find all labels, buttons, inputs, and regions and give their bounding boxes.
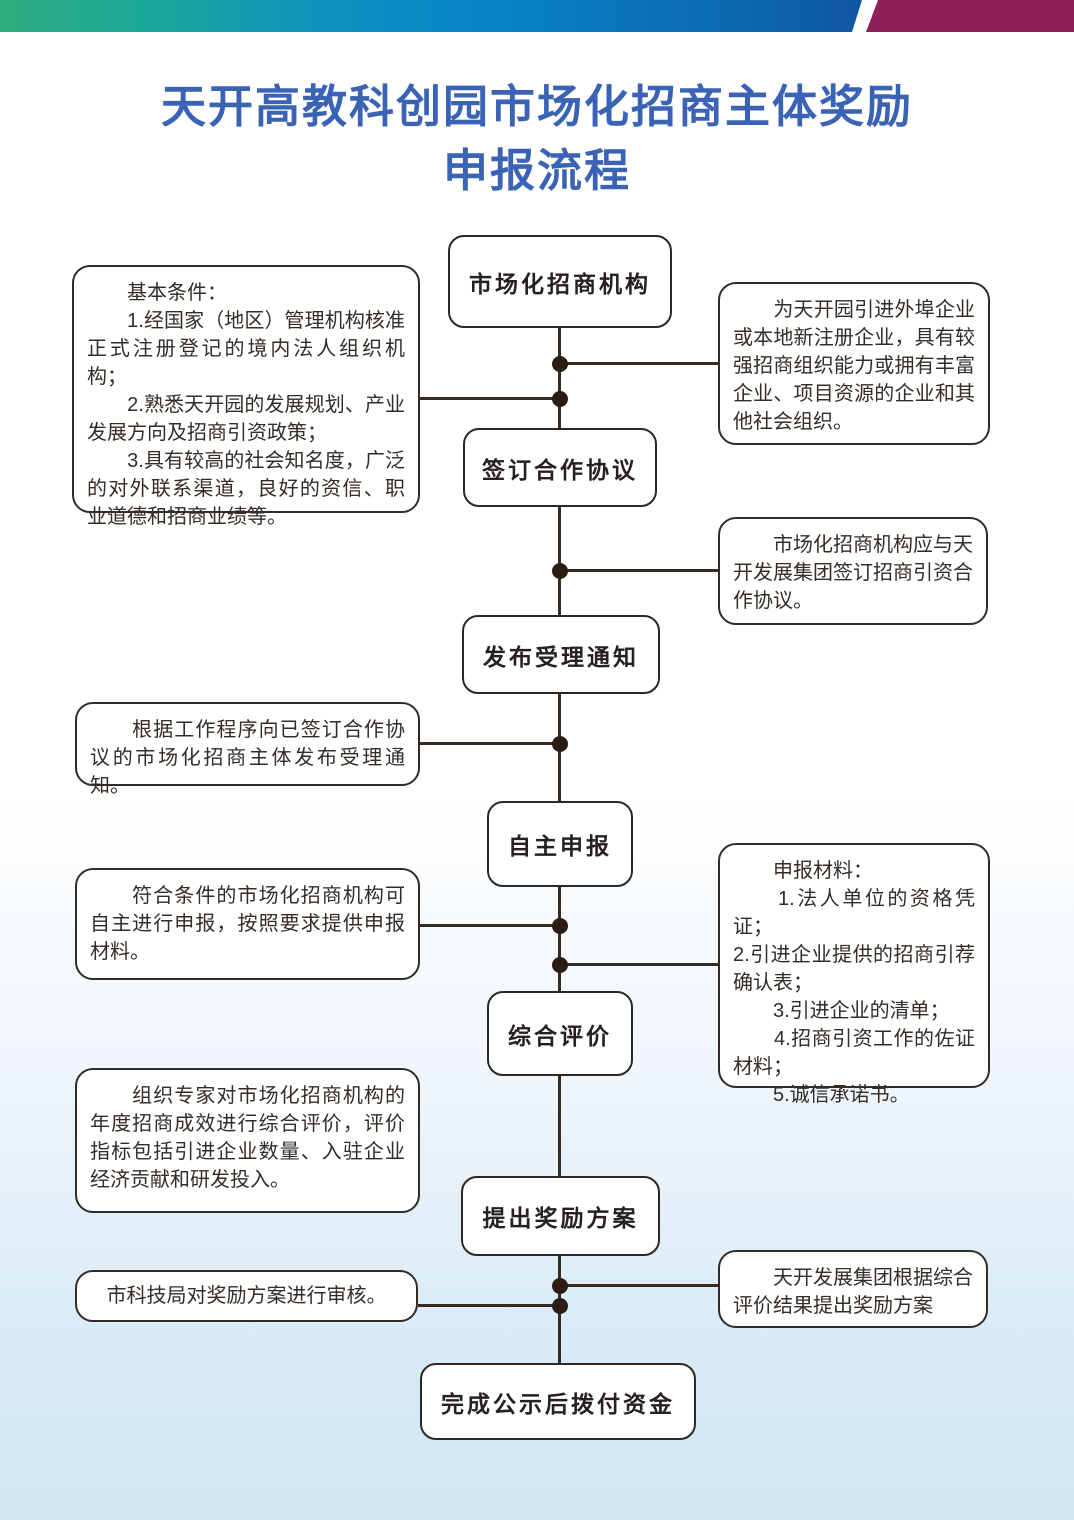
step-self-application: 自主申报 [487,801,633,887]
note-paragraph: 市场化招商机构应与天开发展集团签订招商引资合作协议。 [733,534,973,612]
note-evaluation-desc: 组织专家对市场化招商机构的年度招商成效进行综合评价，评价指标包括引进企业数量、入… [75,1068,420,1213]
note-paragraph: 3.引进企业的清单； [733,1000,950,1022]
connector-node [552,957,568,973]
note-paragraph: 天开发展集团根据综合评价结果提出奖励方案 [733,1267,973,1317]
connector-line-left-4 [418,1304,560,1307]
note-paragraph: 2.熟悉天开园的发展规划、产业发展方向及招商引资政策； [87,394,405,444]
note-paragraph: 组织专家对市场化招商机构的年度招商成效进行综合评价，评价指标包括引进企业数量、入… [90,1085,405,1191]
note-application-materials: 申报材料： 1.法人单位的资格凭证； 2.引进企业提供的招商引荐确认表； 3.引进… [718,843,990,1106]
note-paragraph: 为天开园引进外埠企业或本地新注册企业，具有较强招商组织能力或拥有丰富企业、项目资… [733,299,975,433]
note-paragraph: 申报材料： [733,860,873,882]
note-science-bureau-review: 市科技局对奖励方案进行审核。 [75,1270,418,1322]
connector-line-right-1 [560,362,718,365]
note-paragraph: 市科技局对奖励方案进行审核。 [106,1285,387,1307]
note-paragraph: 1.经国家（地区）管理机构核准正式注册登记的境内法人组织机构； [87,310,405,388]
connector-node [552,918,568,934]
connector-line-left-1 [420,397,560,400]
step-publish-acceptance-notice: 发布受理通知 [462,615,660,694]
step-market-agencies: 市场化招商机构 [448,235,672,328]
note-paragraph: 基本条件： [87,282,227,304]
note-paragraph: 符合条件的市场化招商机构可自主进行申报，按照要求提供申报材料。 [90,885,405,963]
connector-node [552,1298,568,1314]
note-basic-conditions: 基本条件： 1.经国家（地区）管理机构核准正式注册登记的境内法人组织机构； 2.… [72,265,420,528]
note-agency-definition: 为天开园引进外埠企业或本地新注册企业，具有较强招商组织能力或拥有丰富企业、项目资… [718,282,990,445]
header-magenta-shape [866,0,1074,32]
note-paragraph: 根据工作程序向已签订合作协议的市场化招商主体发布受理通知。 [90,719,405,797]
connector-line-right-2 [560,569,718,572]
page-title-line2: 申报流程 [442,145,631,196]
note-agreement-desc: 市场化招商机构应与天开发展集团签订招商引资合作协议。 [718,517,988,625]
connector-node [552,356,568,372]
connector-line-left-2 [420,742,560,745]
note-acceptance-notice-desc: 根据工作程序向已签订合作协议的市场化招商主体发布受理通知。 [75,702,420,797]
connector-node [552,1278,568,1294]
note-paragraph: 2.引进企业提供的招商引荐确认表； [733,944,975,994]
note-paragraph: 3.具有较高的社会知名度，广泛的对外联系渠道，良好的资信、职业道德和招商业绩等。 [87,450,405,528]
note-paragraph: 4.招商引资工作的佐证材料； [733,1028,975,1078]
connector-node [552,736,568,752]
note-paragraph: 1.法人单位的资格凭证； [733,888,975,938]
step-fund-disbursement: 完成公示后拨付资金 [420,1363,696,1440]
connector-line-right-3 [560,963,718,966]
connector-line-right-4 [560,1284,718,1287]
note-self-application-desc: 符合条件的市场化招商机构可自主进行申报，按照要求提供申报材料。 [75,868,420,980]
page-title-line1: 天开高教科创园市场化招商主体奖励 [160,81,913,132]
header-gradient-bar [0,0,862,32]
connector-node [552,563,568,579]
note-paragraph: 5.诚信承诺书。 [733,1084,910,1106]
step-propose-award-plan: 提出奖励方案 [461,1176,660,1256]
step-sign-agreement: 签订合作协议 [463,428,657,507]
note-award-plan-desc: 天开发展集团根据综合评价结果提出奖励方案 [718,1250,988,1328]
connector-node [552,391,568,407]
connector-line-left-3 [420,924,560,927]
step-comprehensive-evaluation: 综合评价 [487,991,633,1076]
